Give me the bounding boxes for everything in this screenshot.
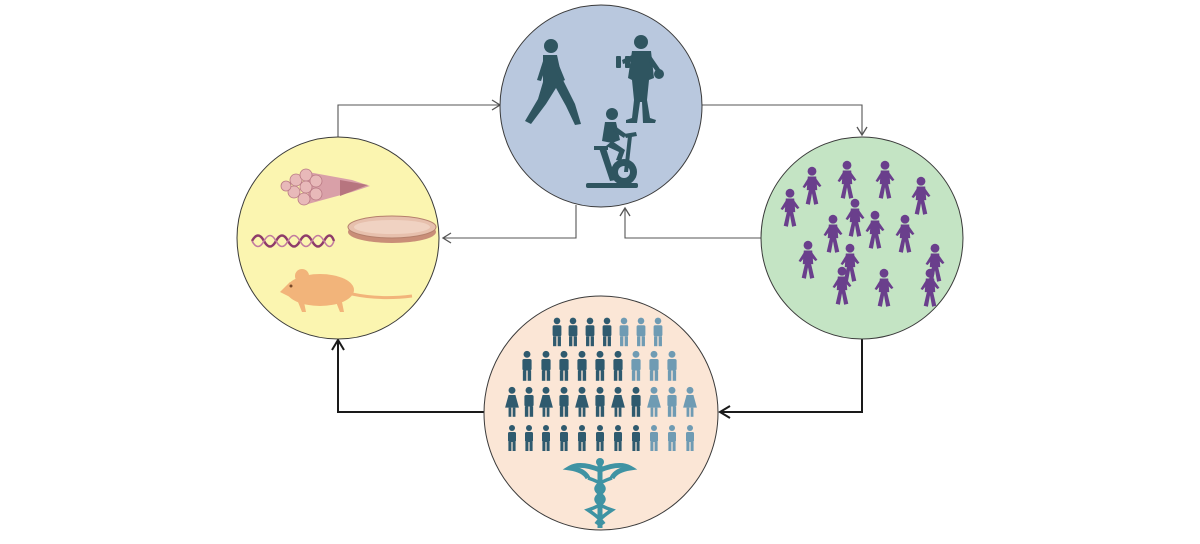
population-node — [760, 136, 964, 340]
laboratory-node — [236, 136, 440, 340]
edge-clinical-to-laboratory — [331, 338, 484, 413]
exercise-bike-icon — [586, 108, 638, 188]
exercise-node — [499, 4, 703, 208]
caduceus-icon — [562, 458, 638, 528]
population-circle — [760, 136, 964, 340]
exercise-circle — [499, 4, 703, 208]
walking-person-icon — [525, 39, 581, 125]
dna-helix-icon — [250, 234, 336, 248]
clinical-node — [483, 295, 719, 531]
muscle-fiber-icon — [280, 168, 370, 206]
petri-dish-icon — [347, 215, 437, 243]
edge-exercise-to-population — [700, 104, 868, 137]
rodent-icon — [280, 269, 413, 312]
edge-exercise-to-laboratory — [441, 205, 577, 244]
edge-population-to-exercise — [619, 206, 762, 239]
connector-arrows — [331, 99, 868, 419]
edge-laboratory-to-exercise — [337, 99, 502, 140]
edge-population-to-clinical — [718, 338, 863, 419]
dumbbell-person-icon — [616, 35, 664, 123]
